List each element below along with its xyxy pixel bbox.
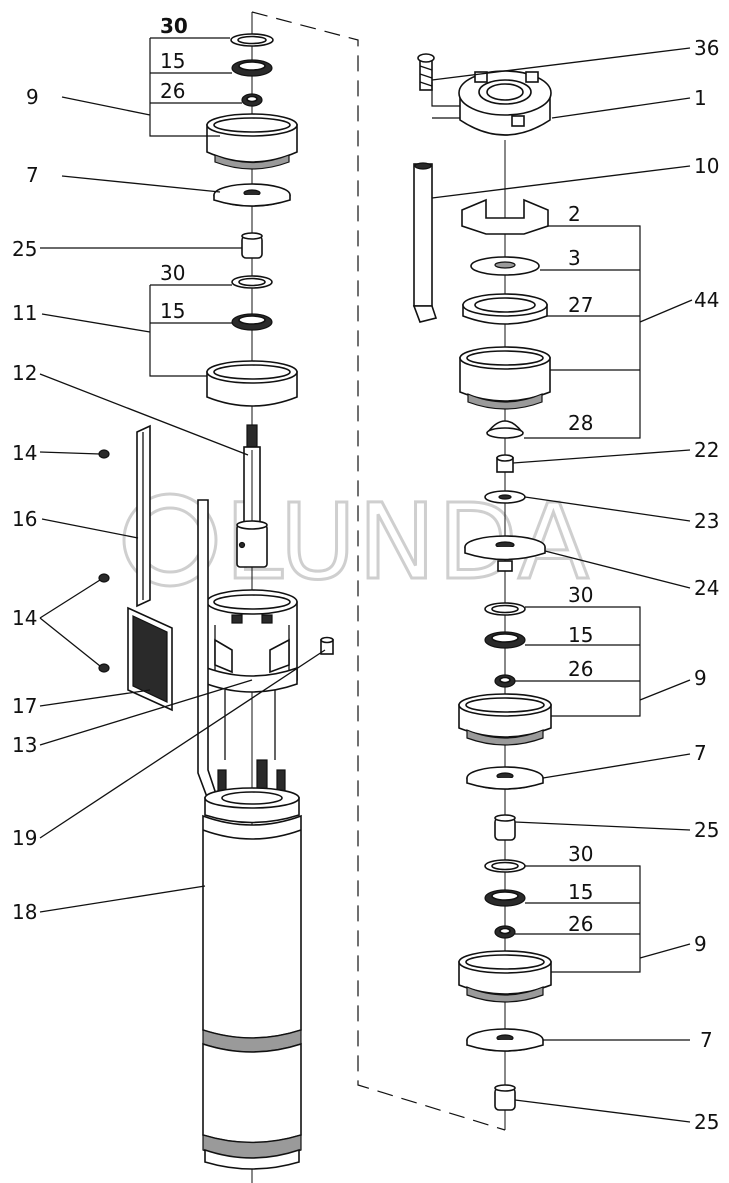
valve-housing-44 <box>459 346 551 410</box>
callout-24: 24 <box>694 576 719 600</box>
callout-7-left: 7 <box>26 163 39 187</box>
bushing-26-top <box>241 93 263 107</box>
callout-22: 22 <box>694 438 719 462</box>
bushing-26-right-b <box>494 925 516 939</box>
washer-23 <box>484 490 526 504</box>
callout-labels: 30 15 26 9 7 25 30 11 15 12 14 16 14 17 … <box>12 14 719 1134</box>
nut-22 <box>496 454 514 473</box>
callout-7-right-a: 7 <box>694 741 707 765</box>
sleeve-25-right-a <box>494 814 516 841</box>
callout-28: 28 <box>568 411 593 435</box>
callout-26-right-a: 26 <box>568 657 593 681</box>
callout-9-left: 9 <box>26 85 39 109</box>
screws-14 <box>98 449 110 673</box>
callout-15-top: 15 <box>160 49 185 73</box>
screw-36 <box>417 53 435 91</box>
valve-28 <box>486 420 524 439</box>
callout-13: 13 <box>12 733 37 757</box>
callout-30-top: 30 <box>160 14 188 38</box>
callout-26-right-b: 26 <box>568 912 593 936</box>
callout-15-right-b: 15 <box>568 880 593 904</box>
callout-30-right-a: 30 <box>568 583 593 607</box>
diffuser-7-right-a <box>466 766 544 790</box>
callout-26-top: 26 <box>160 79 185 103</box>
callout-23: 23 <box>694 509 719 533</box>
callout-18: 18 <box>12 900 37 924</box>
ring-30-right-a <box>484 602 526 616</box>
callout-14-bottom: 14 <box>12 606 37 630</box>
callout-14-top: 14 <box>12 441 37 465</box>
callout-44: 44 <box>694 288 719 312</box>
callout-19: 19 <box>12 826 37 850</box>
callout-36: 36 <box>694 36 719 60</box>
callout-15-mid: 15 <box>160 299 185 323</box>
bushing-26-right-a <box>494 674 516 688</box>
sleeve-25-top <box>241 232 263 259</box>
coupling-2 <box>461 198 549 235</box>
left-assembly <box>98 12 334 1183</box>
bowl-9-top <box>206 113 298 170</box>
impeller-24 <box>464 535 546 572</box>
callout-30-mid: 30 <box>160 261 185 285</box>
callout-15-right-a: 15 <box>568 623 593 647</box>
check-valve-3 <box>470 256 540 276</box>
bearing-15-mid <box>231 313 273 331</box>
callout-11: 11 <box>12 301 37 325</box>
callout-17: 17 <box>12 694 37 718</box>
diffuser-7-top <box>213 183 291 207</box>
strainer-17 <box>127 606 173 712</box>
callout-12: 12 <box>12 361 37 385</box>
bearing-15-top <box>231 59 273 77</box>
callout-2: 2 <box>568 202 581 226</box>
callout-7-right-b: 7 <box>700 1028 713 1052</box>
valve-seat-27 <box>462 293 548 325</box>
ring-30-right-b <box>484 859 526 873</box>
right-assembly <box>412 53 552 1130</box>
cable-guard-10 <box>412 162 438 323</box>
callout-9-right-a: 9 <box>694 666 707 690</box>
suction-bracket-13 <box>206 589 298 760</box>
callout-1: 1 <box>694 86 707 110</box>
ring-30-top <box>230 33 274 47</box>
cable-guard-16 <box>136 424 151 608</box>
callout-30-right-b: 30 <box>568 842 593 866</box>
ring-30-mid <box>231 275 273 289</box>
bowl-9-right-a <box>458 693 552 746</box>
leader-lines <box>39 37 693 1123</box>
discharge-head-1 <box>458 70 552 136</box>
column-link-dashed <box>251 11 506 1131</box>
sleeve-25-right-b <box>494 1084 516 1111</box>
callout-25-right-a: 25 <box>694 818 719 842</box>
callout-3: 3 <box>568 246 581 270</box>
callout-9-right-b: 9 <box>694 932 707 956</box>
callout-10: 10 <box>694 154 719 178</box>
diffuser-7-right-b <box>466 1028 544 1052</box>
motor-18 <box>202 759 302 1170</box>
callout-27: 27 <box>568 293 593 317</box>
bolt-19 <box>320 636 334 655</box>
callout-25-left: 25 <box>12 237 37 261</box>
bearing-15-right-b <box>484 889 526 907</box>
callout-25-right-b: 25 <box>694 1110 719 1134</box>
shaft-12 <box>236 424 268 568</box>
callout-16: 16 <box>12 507 37 531</box>
bowl-9-right-b <box>458 950 552 1003</box>
bowl-11 <box>206 360 298 407</box>
bearing-15-right-a <box>484 631 526 649</box>
